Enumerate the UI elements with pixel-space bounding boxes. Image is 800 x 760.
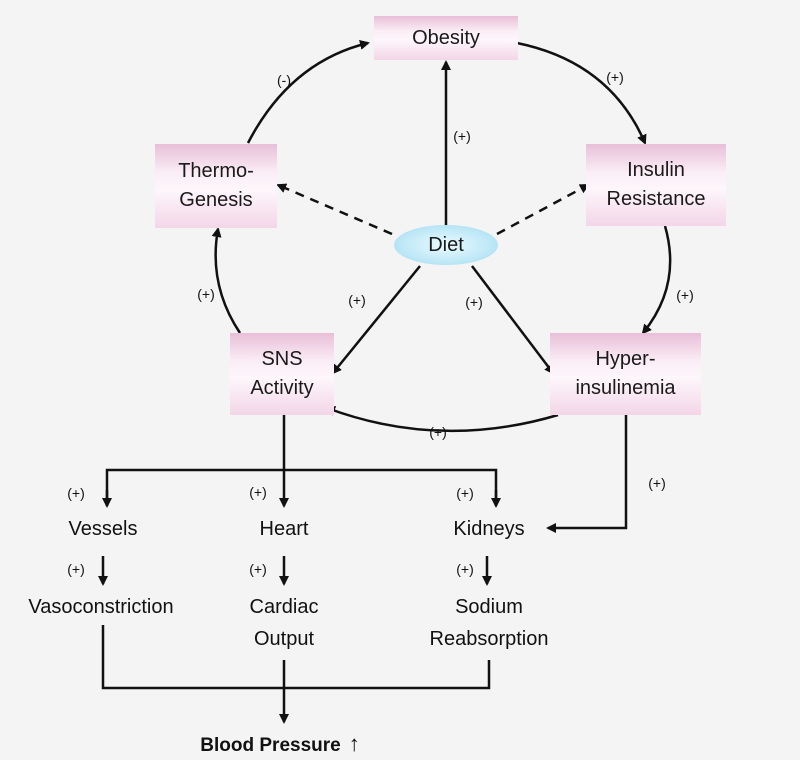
hyperinsulinemia-box: Hyper- insulinemia <box>550 333 701 415</box>
arrow-thermogenesis-to-obesity <box>246 40 370 144</box>
label-to-kidneys: (+) <box>456 485 474 501</box>
dashed-arrow-diet-to-insulin-resistance <box>496 183 590 236</box>
blood-pressure-result: Blood Pressure ↑ <box>200 731 359 757</box>
sodium-reabsorption-node: Sodium Reabsorption <box>429 596 549 650</box>
diet-label: Diet <box>428 233 464 256</box>
dashed-arrow-diet-to-thermogenesis <box>276 183 393 236</box>
label-kidneys-sodium: (+) <box>456 561 474 577</box>
vessels-node: Vessels <box>68 518 138 540</box>
kidneys-node: Kidneys <box>453 518 525 540</box>
label-heart-cardiac-output: (+) <box>249 561 267 577</box>
branch-sns-bar <box>105 468 498 506</box>
label-insulin-hyperinsulinemia: (+) <box>676 287 694 303</box>
label-obesity-insulin: (+) <box>606 69 624 85</box>
arrow-sns-to-thermogenesis <box>211 227 242 334</box>
arrow-insulin-resistance-to-hyperinsulinemia <box>641 225 672 335</box>
insulin-resistance-box: Insulin Resistance <box>586 144 726 226</box>
arrow-diet-to-sns <box>331 265 421 375</box>
sns-activity-label: SNS Activity <box>250 348 314 399</box>
obesity-box: Obesity <box>374 16 518 60</box>
label-hyperinsulinemia-kidneys: (+) <box>648 475 666 491</box>
label-diet-sns: (+) <box>348 292 366 308</box>
label-diet-hyperinsulinemia: (+) <box>465 294 483 310</box>
label-to-vessels: (+) <box>67 485 85 501</box>
vasoconstriction-node: Vasoconstriction <box>28 596 174 618</box>
up-arrow-icon: ↑ <box>348 731 360 756</box>
arrow-hyperinsulinemia-to-kidneys <box>546 414 628 533</box>
blood-pressure-label: Blood Pressure <box>200 735 341 756</box>
converge-bar <box>101 625 491 690</box>
obesity-label: Obesity <box>412 26 480 49</box>
label-hyperinsulinemia-sns: (+) <box>429 424 447 440</box>
diet-ellipse: Diet <box>394 225 498 265</box>
label-to-heart: (+) <box>249 484 267 500</box>
sns-activity-box: SNS Activity <box>230 333 334 415</box>
thermogenesis-label: Thermo- Genesis <box>178 160 254 211</box>
label-sns-thermogenesis: (+) <box>197 286 215 302</box>
label-vessels-vasoconstriction: (+) <box>67 561 85 577</box>
arrow-hyperinsulinemia-to-sns <box>325 406 559 433</box>
label-diet-obesity: (+) <box>453 128 471 144</box>
arrow-diet-to-hyperinsulinemia <box>471 265 555 375</box>
hyperinsulinemia-label: Hyper- insulinemia <box>575 348 676 399</box>
arrow-obesity-to-insulin-resistance <box>516 41 647 145</box>
label-thermogenesis-obesity: (-) <box>277 72 291 88</box>
heart-node: Heart <box>259 518 309 540</box>
insulin-resistance-label: Insulin Resistance <box>606 159 706 210</box>
thermogenesis-box: Thermo- Genesis <box>155 144 277 228</box>
cardiac-output-node: Cardiac Output <box>249 596 319 650</box>
